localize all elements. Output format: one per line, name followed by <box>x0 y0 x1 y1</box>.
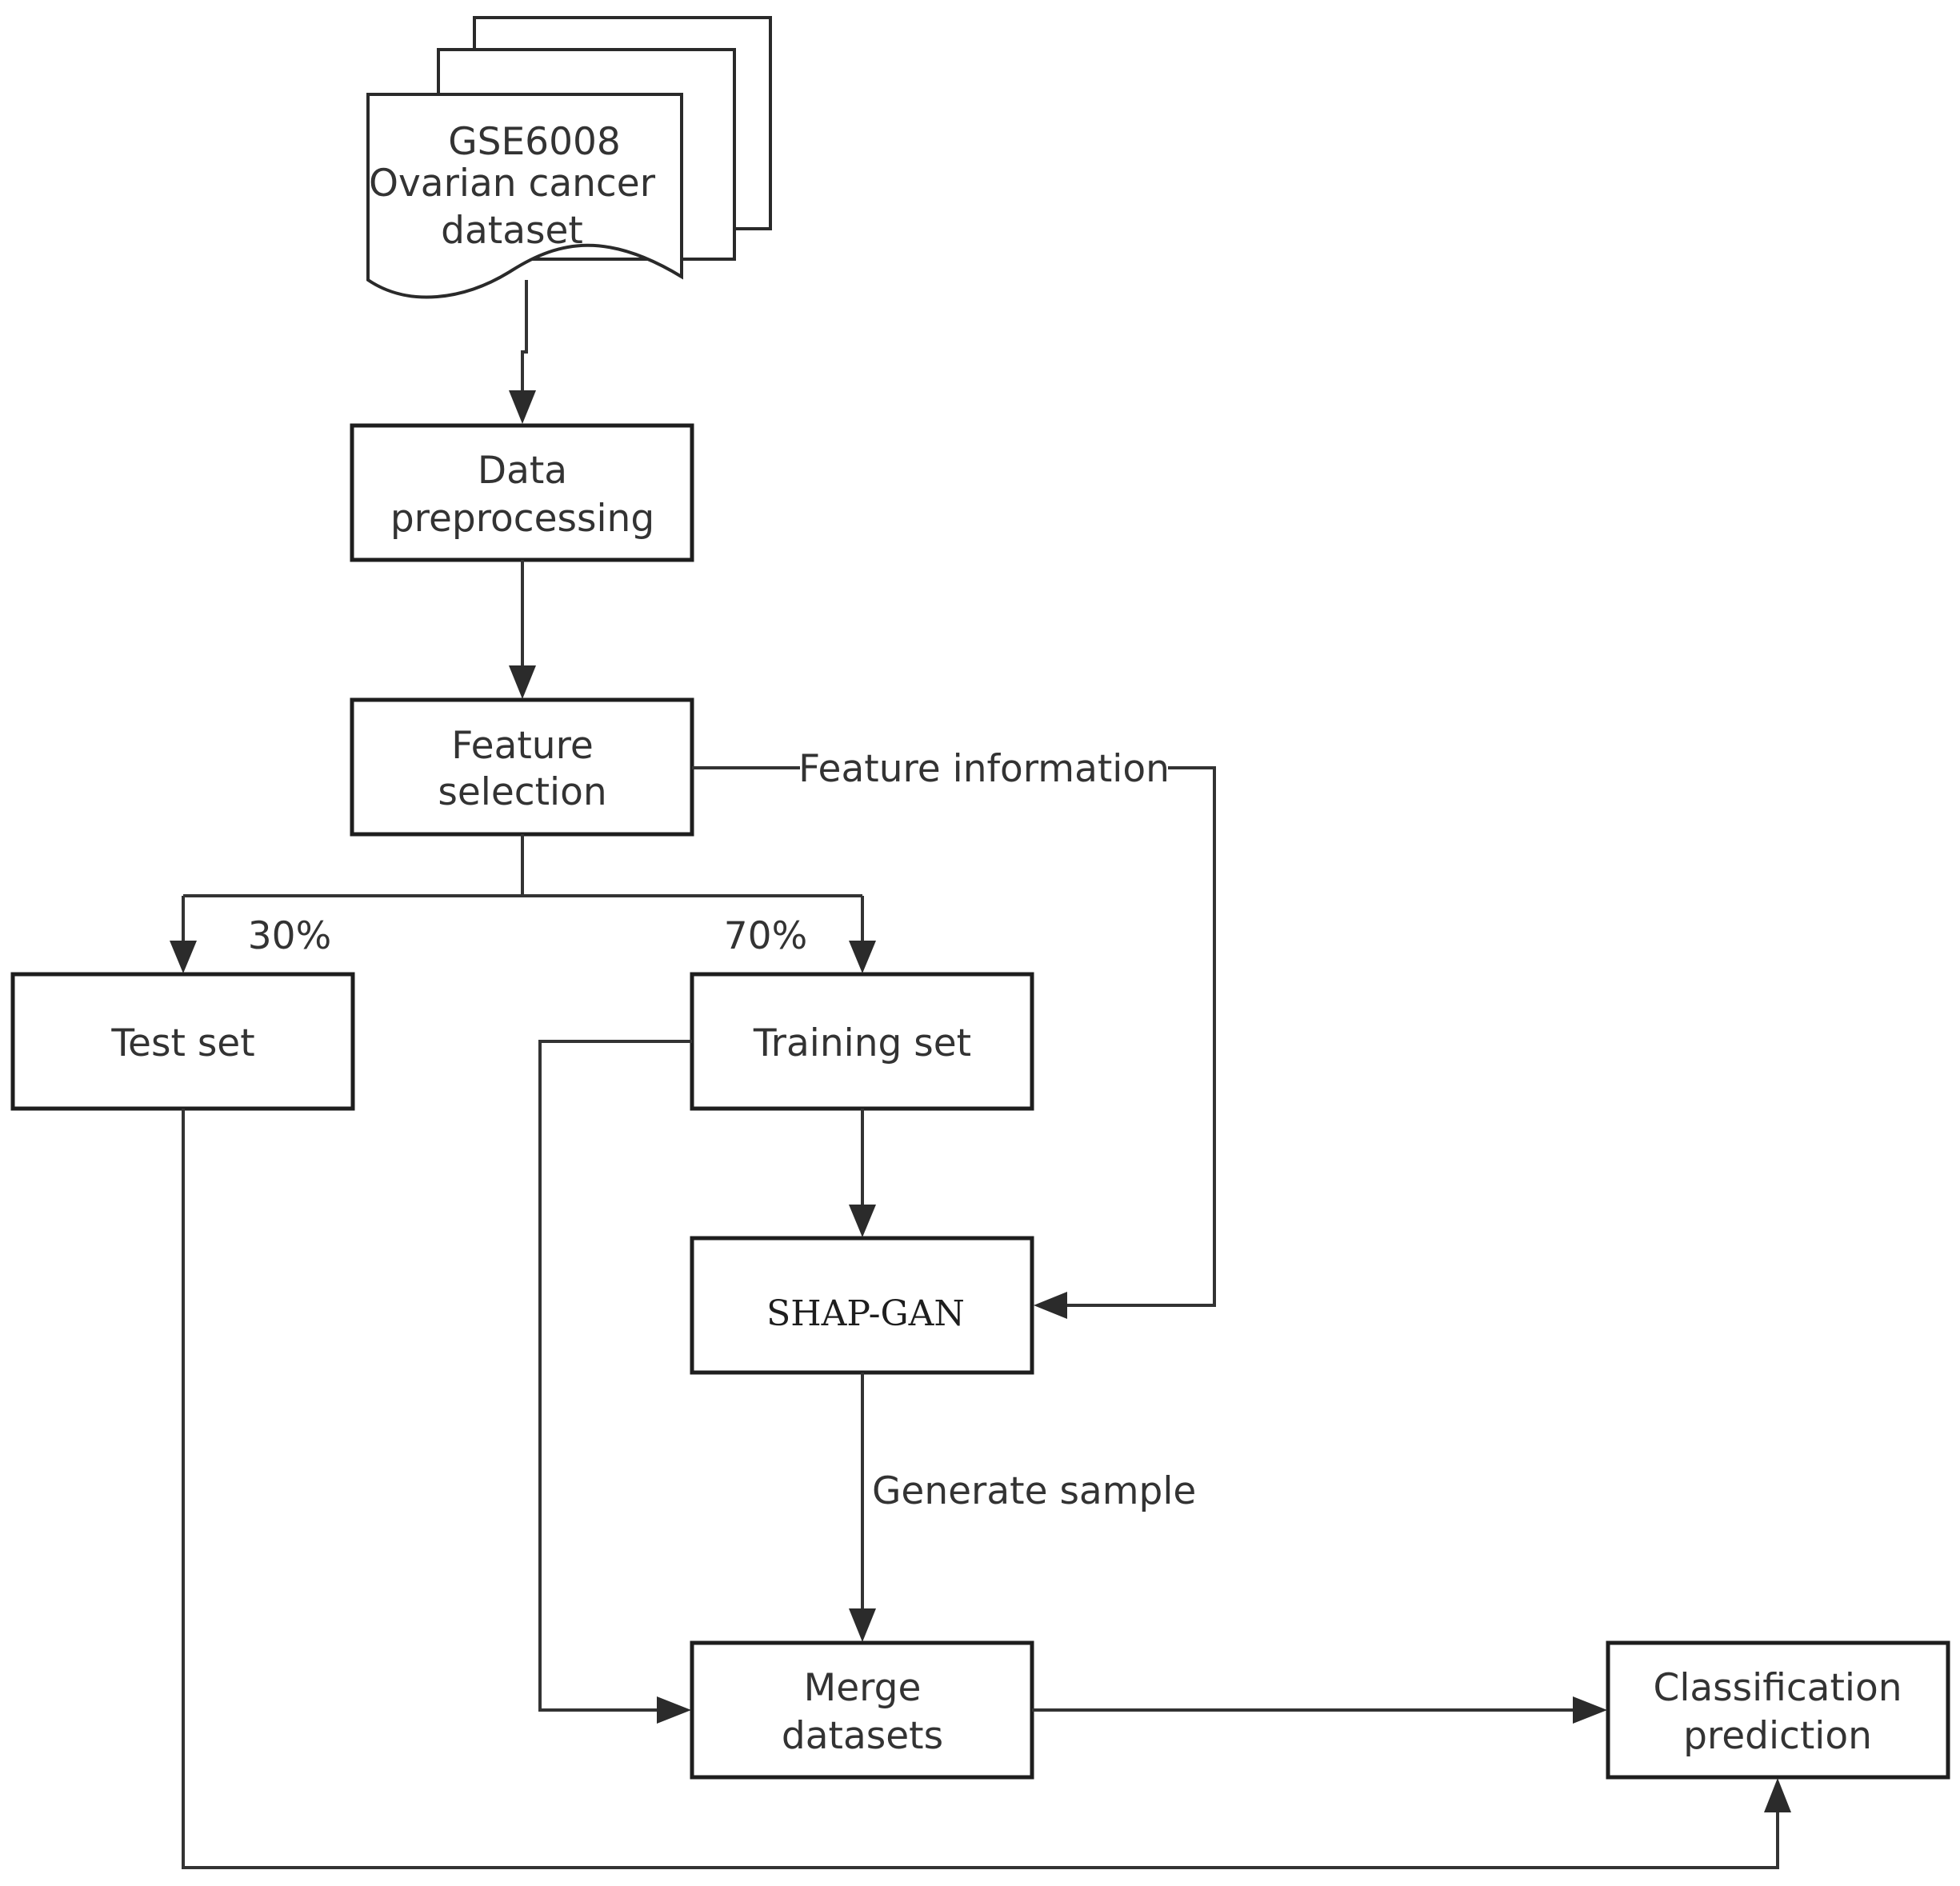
arrowhead-training-set <box>849 941 876 973</box>
generate-sample-label: Generate sample <box>872 1469 1196 1513</box>
arrowhead-classification-bottom <box>1764 1778 1791 1812</box>
test-set-label: Test set <box>110 1021 254 1065</box>
training-set-box <box>690 972 1034 1111</box>
feature-selection-label-line1: Feature <box>451 724 594 768</box>
classification-box <box>1606 1640 1950 1780</box>
edge-feature-information <box>692 766 1216 1307</box>
preprocessing-label-line2: preprocessing <box>390 497 654 541</box>
arrowhead-shap-gan-top <box>849 1205 876 1237</box>
shap-gan-label: SHAP-GAN <box>766 1293 965 1334</box>
shap-gan-box <box>690 1236 1034 1375</box>
edge-dataset-to-preprocessing <box>521 280 528 392</box>
training-set-label: Training set <box>753 1021 971 1065</box>
arrowhead-test-set <box>170 941 197 973</box>
feature-selection-label-line2: selection <box>438 770 606 814</box>
split-test-percent-label: 30% <box>248 914 331 958</box>
split-train-percent-label: 70% <box>724 914 807 958</box>
feature-selection-box <box>350 697 694 837</box>
arrowhead-feature-selection <box>509 665 536 699</box>
dataset-node: GSE6008 Ovarian cancer dataset <box>366 16 772 299</box>
classification-label-line1: Classification <box>1654 1666 1902 1710</box>
shap-gan-node: SHAP-GAN <box>690 1236 1034 1375</box>
preprocessing-node: Data preprocessing <box>350 423 694 562</box>
preprocessing-box <box>350 423 694 562</box>
merge-node: Merge datasets <box>690 1640 1034 1780</box>
dataset-label-line3: dataset <box>441 209 583 253</box>
arrowhead-preprocessing <box>509 390 536 424</box>
edge-feature-selection-split <box>183 834 862 897</box>
preprocessing-label-line1: Data <box>478 449 567 493</box>
feature-information-label: Feature information <box>798 747 1170 791</box>
training-set-node: Training set <box>690 972 1034 1111</box>
merge-box <box>690 1640 1034 1780</box>
edge-test-to-classification <box>182 1109 1779 1869</box>
arrowhead-merge-left <box>657 1696 691 1724</box>
dataset-label-line1: GSE6008 <box>448 120 621 164</box>
merge-label-line2: datasets <box>782 1714 943 1758</box>
test-set-box <box>10 972 355 1111</box>
arrowhead-merge-top <box>849 1608 876 1642</box>
classification-node: Classification prediction <box>1606 1640 1950 1780</box>
arrowhead-classification-left <box>1573 1696 1607 1724</box>
classification-label-line2: prediction <box>1683 1714 1872 1758</box>
merge-label-line1: Merge <box>804 1666 922 1710</box>
arrowhead-shap-gan-side <box>1034 1292 1067 1319</box>
dataset-front-sheet <box>366 93 683 299</box>
dataset-label-line2: Ovarian cancer <box>369 162 656 206</box>
edge-training-to-merge-loop <box>538 1040 692 1712</box>
test-set-node: Test set <box>10 972 355 1111</box>
feature-selection-node: Feature selection <box>350 697 694 837</box>
